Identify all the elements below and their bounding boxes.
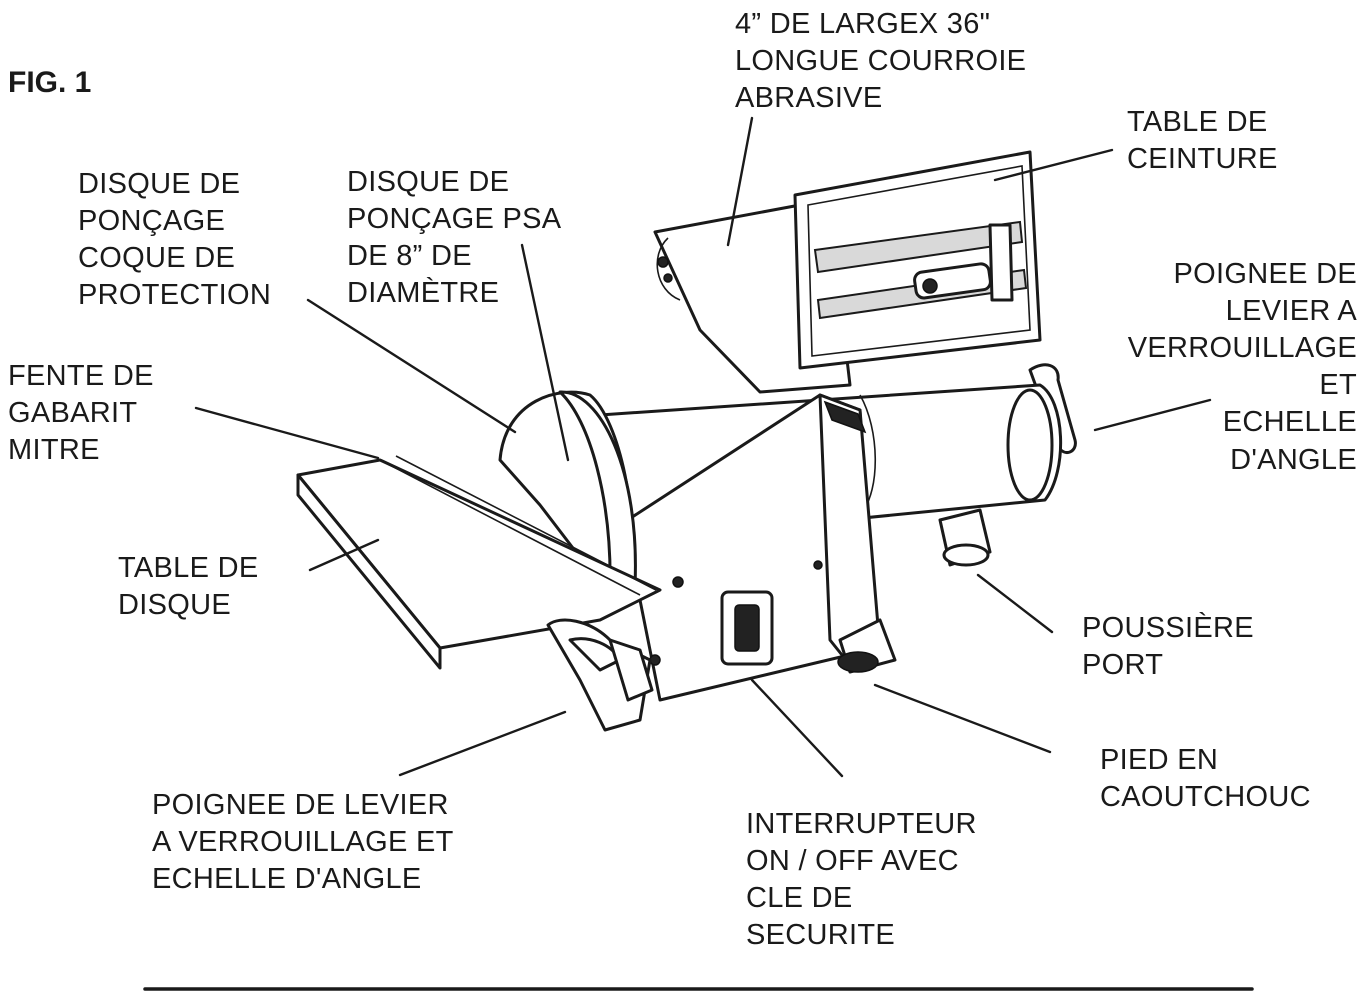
label-line: MITRE bbox=[8, 434, 100, 467]
tension-knob bbox=[823, 400, 867, 434]
leader-lines bbox=[194, 116, 1212, 778]
label-line: VERROUILLAGE bbox=[1127, 332, 1357, 365]
base-housing bbox=[618, 393, 897, 702]
label-line: CAOUTCHOUC bbox=[1100, 781, 1311, 814]
label-line: TABLE DE bbox=[118, 552, 259, 584]
label-line: LEVIER A bbox=[1225, 295, 1357, 328]
label-line: D'ANGLE bbox=[1230, 443, 1357, 476]
label-line: POUSSIÈRE bbox=[1082, 612, 1254, 644]
label-belt: 4” DE LARGEX 36" LONGUE COURROIE ABRASIV… bbox=[735, 6, 1026, 117]
label-dust-port: POUSSIÈRE PORT bbox=[1082, 610, 1254, 684]
disc-lock-lever bbox=[546, 618, 654, 732]
label-line: ECHELLE D'ANGLE bbox=[152, 863, 422, 896]
label-line: PONÇAGE bbox=[78, 205, 226, 238]
label-line: ON / OFF AVEC bbox=[746, 845, 959, 878]
power-switch bbox=[720, 590, 774, 666]
figure-title: FIG. 1 bbox=[8, 66, 92, 99]
label-miter-slot: FENTE DE GABARIT MITRE bbox=[8, 358, 154, 469]
label-line: DISQUE DE bbox=[347, 166, 510, 198]
disc-table bbox=[296, 455, 662, 670]
label-line: PONÇAGE PSA bbox=[347, 203, 562, 236]
label-line: CLE DE bbox=[746, 882, 853, 915]
label-rubber-foot: PIED EN CAOUTCHOUC bbox=[1100, 742, 1311, 816]
label-switch: INTERRUPTEUR ON / OFF AVEC CLE DE SECURI… bbox=[746, 806, 977, 954]
label-line: DISQUE bbox=[118, 589, 231, 622]
label-psa-disc: DISQUE DE PONÇAGE PSA DE 8” DE DIAMÈTRE bbox=[347, 164, 561, 312]
label-line: SECURITE bbox=[746, 919, 896, 952]
label-line: DE 8” DE bbox=[347, 240, 472, 273]
label-line: FENTE DE bbox=[8, 360, 154, 392]
label-line: 4” DE LARGEX 36" bbox=[735, 8, 991, 40]
label-line: A VERROUILLAGE ET bbox=[152, 826, 454, 859]
label-line: ET bbox=[1319, 369, 1357, 402]
label-line: PROTECTION bbox=[78, 279, 272, 312]
label-line: TABLE DE bbox=[1127, 106, 1268, 138]
label-line: CEINTURE bbox=[1127, 143, 1278, 176]
label-line: DISQUE DE bbox=[78, 168, 241, 200]
label-line: LONGUE COURROIE bbox=[735, 45, 1027, 78]
label-belt-table: TABLE DE CEINTURE bbox=[1127, 104, 1278, 178]
label-line: GABARIT bbox=[8, 397, 138, 430]
label-line: DIAMÈTRE bbox=[347, 277, 500, 310]
label-line: ECHELLE bbox=[1222, 406, 1357, 439]
label-line: ABRASIVE bbox=[735, 82, 883, 115]
label-belt-lever: POIGNEE DE LEVIER A VERROUILLAGE ET ECHE… bbox=[1128, 256, 1357, 479]
label-line: COQUE DE bbox=[78, 242, 236, 275]
label-disc-guard: DISQUE DE PONÇAGE COQUE DE PROTECTION bbox=[78, 166, 271, 314]
label-line: INTERRUPTEUR bbox=[746, 808, 977, 840]
label-disc-table: TABLE DE DISQUE bbox=[118, 550, 258, 624]
label-line: PORT bbox=[1082, 649, 1164, 682]
label-line: POIGNEE DE LEVIER bbox=[152, 789, 449, 821]
label-disc-lever: POIGNEE DE LEVIER A VERROUILLAGE ET ECHE… bbox=[152, 787, 454, 898]
label-line: POIGNEE DE bbox=[1173, 258, 1357, 290]
belt-table bbox=[793, 150, 1042, 370]
label-line: PIED EN bbox=[1100, 744, 1219, 776]
dust-port bbox=[938, 508, 992, 567]
